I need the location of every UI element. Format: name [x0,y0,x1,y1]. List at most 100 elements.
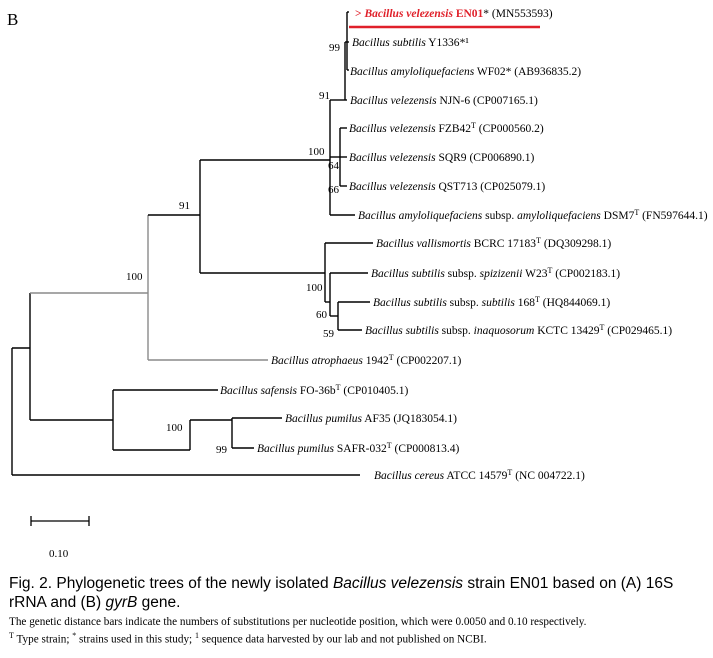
leaf-sup: T [547,266,552,275]
leaf-accession: (FN597644.1) [639,210,708,222]
leaf-sup: T [535,295,540,304]
panel-label: B [7,10,18,29]
leaf-label: Bacillus velezensis SQR9 (CP006890.1) [349,152,534,164]
leaf-subsp: amyloliquefaciens [517,210,601,222]
leaf-label: Bacillus velezensis NJN-6 (CP007165.1) [350,95,538,107]
leaf-label: Bacillus pumilus SAFR-032T (CP000813.4) [257,441,460,456]
leaf-sup: T [507,468,512,477]
leaf-labels: > Bacillus velezensis EN01* (MN553593) B… [220,8,708,482]
leaf-strain: DSM7 [601,210,635,222]
scale-bar-label: 0.10 [49,548,69,560]
bootstrap-value: 60 [316,309,328,321]
leaf-subsp-marker: subsp. [482,210,517,222]
leaf-strain: AF35 [362,413,391,425]
leaf-label: Bacillus safensis FO-36bT (CP010405.1) [220,383,408,398]
leaf-strain: FO-36b [297,385,336,397]
bootstrap-value: 100 [308,146,325,158]
leaf-accession: (CP029465.1) [604,325,672,337]
leaf-species: Bacillus vallismortis [376,238,471,250]
leaf-accession: (HQ844069.1) [540,297,610,309]
leaf-strain: 1942 [363,355,389,367]
leaf-strain: EN01 [453,8,484,20]
leaf-strain: QST713 [436,181,478,193]
caption-text: strain EN01 based on (A) 16S rRNA and (B… [9,575,674,611]
leaf-accession: (CP002207.1) [394,355,462,367]
leaf-strain: WF02 [474,66,506,78]
leaf-accession: (CP010405.1) [341,385,409,397]
leaf-sup: T [336,383,341,392]
leaf-subsp-marker: subsp. [445,268,480,280]
leaf-species: Bacillus subtilis [371,268,445,280]
leaf-species: Bacillus subtilis [373,297,447,309]
leaf-sup: T [471,121,476,130]
leaf-species: Bacillus pumilus [285,413,363,425]
phylogenetic-tree: B [7,8,708,560]
leaf-species: Bacillus amyloliquefaciens [350,66,475,78]
leaf-species: Bacillus velezensis [350,95,437,107]
leaf-label: Bacillus amyloliquefaciens WF02* (AB9368… [350,66,581,78]
leaf-label: Bacillus amyloliquefaciens subsp. amylol… [358,208,708,223]
leaf-label: Bacillus subtilis Y1336*¹ [352,37,469,49]
leaf-species: Bacillus pumilus [257,443,335,455]
leaf-label: Bacillus vallismortis BCRC 17183T (DQ309… [376,236,611,251]
note-sup: T [9,631,14,640]
leaf-strain: KCTC 13429 [534,325,599,337]
bootstrap-value: 64 [328,160,340,172]
bootstrap-value: 99 [216,444,228,456]
leaf-sup: T [634,208,639,217]
bootstrap-value: 100 [126,271,143,283]
leaf-species: Bacillus cereus [374,470,445,482]
leaf-label: Bacillus velezensis FZB42T (CP000560.2) [349,121,544,136]
caption-text: gene. [137,594,181,611]
leaf-species: Bacillus atrophaeus [271,355,363,367]
leaf-species: Bacillus velezensis [349,123,436,135]
bootstrap-value: 91 [319,90,330,102]
leaf-subsp-marker: subsp. [439,325,474,337]
note-text: sequence data harvested by our lab and n… [198,633,487,646]
note-text: Type strain; [13,633,73,646]
leaf-species: Bacillus velezensis [349,152,436,164]
leaf-strain: BCRC 17183 [471,238,536,250]
leaf-accession: (AB936835.2) [511,66,581,78]
bootstrap-value: 99 [329,42,341,54]
leaf-star: * [506,66,512,78]
leaf-prefix: > [355,8,364,20]
leaf-accession: (NC 004722.1) [512,470,585,482]
leaf-accession: (CP002183.1) [552,268,620,280]
leaf-strain: W23 [522,268,547,280]
leaf-accession: (DQ309298.1) [541,238,611,250]
leaf-label: Bacillus atrophaeus 1942T (CP002207.1) [271,353,462,368]
bootstrap-values: 99 91 100 64 66 91 100 60 59 100 100 99 [126,42,341,456]
leaf-accession: (JQ183054.1) [390,413,457,425]
caption-italic: Bacillus velezensis [332,575,464,592]
leaf-subsp: spizizenii [480,268,523,280]
bootstrap-value: 91 [179,200,190,212]
figure-caption: Fig. 2. Phylogenetic trees of the newly … [9,574,709,647]
leaf-label: Bacillus subtilis subsp. spizizenii W23T… [371,266,620,281]
leaf-accession: (CP007165.1) [470,95,538,107]
bootstrap-value: 100 [306,282,323,294]
caption-text: Phylogenetic trees of the newly isolated [52,575,333,592]
leaf-species: Bacillus amyloliquefaciens [358,210,483,222]
bootstrap-value: 100 [166,422,183,434]
leaf-accession: (CP000560.2) [476,123,544,135]
leaf-star: * [483,8,489,20]
leaf-accession: (CP025079.1) [477,181,545,193]
leaf-species: Bacillus velezensis [363,8,453,20]
leaf-strain: FZB42 [436,123,472,135]
bootstrap-value: 66 [328,184,340,196]
note-sup: * [72,631,77,640]
leaf-accession: (CP000813.4) [392,443,460,455]
leaf-sup: T [387,441,392,450]
leaf-strain: ATCC 14579 [444,470,508,482]
leaf-star: *¹ [460,37,470,49]
leaf-label: Bacillus velezensis QST713 (CP025079.1) [349,181,545,193]
leaf-subsp-marker: subsp. [447,297,482,309]
fig-label: Fig. 2. [9,575,53,592]
leaf-sup: T [389,353,394,362]
leaf-label: > Bacillus velezensis EN01* (MN553593) [355,8,553,20]
bootstrap-value: 59 [323,328,335,340]
leaf-strain: 168 [515,297,535,309]
leaf-accession: (MN553593) [489,8,553,20]
leaf-species: Bacillus subtilis [365,325,439,337]
